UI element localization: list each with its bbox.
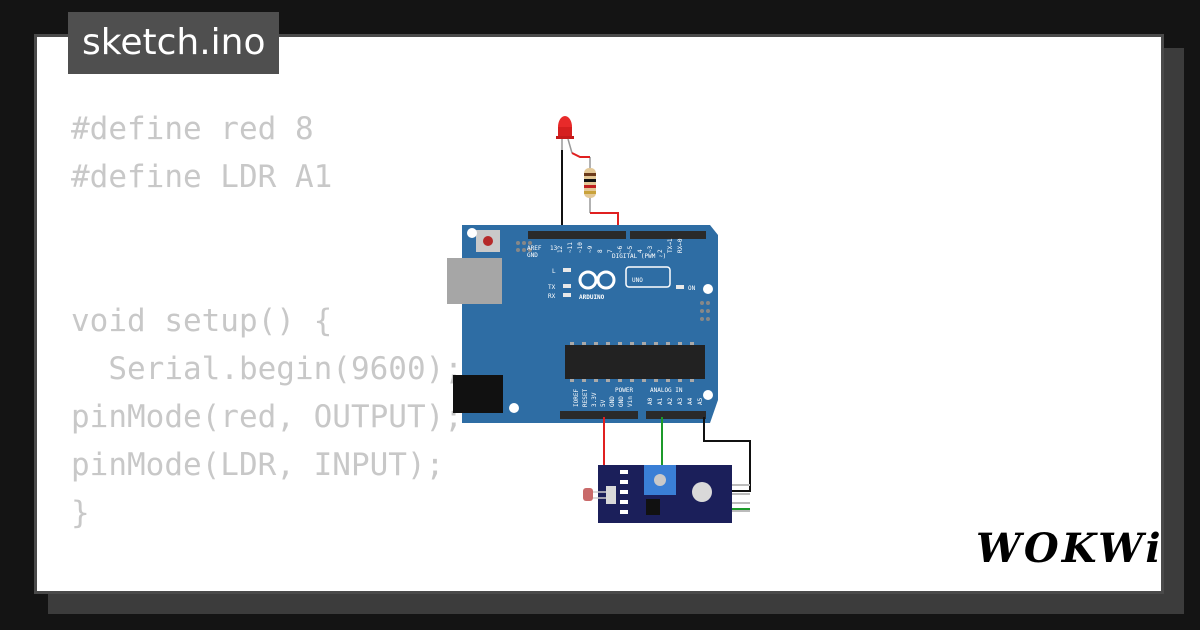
code-line bbox=[71, 201, 463, 249]
usb-connector bbox=[447, 258, 502, 304]
analog-pin-label: A2 bbox=[667, 397, 674, 405]
digital-pin-label: 4 bbox=[637, 249, 644, 253]
ldr-sensor-module[interactable] bbox=[583, 465, 750, 523]
arduino-uno-board[interactable]: AREF GND 13 DIGITAL (PWM ~) L TX RX ON U… bbox=[447, 225, 718, 423]
code-line: void loop() { bbox=[71, 585, 463, 591]
code-line: #define LDR A1 bbox=[71, 159, 333, 195]
power-jack bbox=[453, 375, 503, 413]
power-pin-label: RESET bbox=[582, 389, 589, 407]
digital-pin-label: RX←0 bbox=[677, 238, 684, 253]
analog-pin-label: A3 bbox=[677, 397, 684, 405]
code-line: } bbox=[71, 495, 90, 531]
led-l-label: L bbox=[552, 268, 556, 275]
red-led[interactable] bbox=[556, 116, 574, 154]
analog-pin-label: A4 bbox=[687, 397, 694, 405]
wokwi-logo: WOKWi bbox=[976, 525, 1164, 572]
led-on-label: ON bbox=[688, 285, 696, 292]
file-tab-label: sketch.ino bbox=[82, 22, 266, 63]
power-pin-label: IOREF bbox=[573, 389, 580, 407]
analog-pin-label: A1 bbox=[657, 397, 664, 405]
code-line: void setup() { bbox=[71, 303, 333, 339]
code-preview: #define red 8 #define LDR A1 void setup() … bbox=[71, 105, 463, 591]
file-tab[interactable]: sketch.ino bbox=[68, 12, 280, 74]
digital-header-left bbox=[528, 231, 626, 239]
power-pin-label: 3.3V bbox=[591, 392, 598, 407]
digital-header-right bbox=[630, 231, 706, 239]
power-pin-label: GND bbox=[609, 396, 616, 407]
photoresistor bbox=[583, 488, 593, 501]
digital-pin-label: 7 bbox=[607, 249, 614, 253]
code-line: pinMode(red, OUTPUT); bbox=[71, 399, 463, 435]
digital-pin-label: 2 bbox=[657, 249, 664, 253]
digital-pin-label: 12 bbox=[557, 245, 564, 253]
board-brand: ARDUINO bbox=[579, 294, 605, 301]
power-pin-label: GND bbox=[618, 396, 625, 407]
digital-label: DIGITAL (PWM ~) bbox=[612, 253, 666, 260]
digital-pin-label: ~9 bbox=[587, 245, 594, 253]
board-model: UNO bbox=[632, 277, 643, 284]
analog-header bbox=[646, 411, 706, 419]
code-line: Serial.begin(9600); bbox=[71, 351, 463, 387]
led-on-indicator bbox=[676, 285, 684, 289]
led-l-indicator bbox=[563, 268, 571, 272]
pin-gnd-label: GND bbox=[527, 252, 538, 259]
analog-pin-label: A0 bbox=[647, 397, 654, 405]
led-rx-indicator bbox=[563, 293, 571, 297]
digital-pin-label: ~11 bbox=[567, 242, 574, 253]
digital-pin-label: ~10 bbox=[577, 242, 584, 253]
digital-pin-label: 8 bbox=[597, 249, 604, 253]
code-line: #define red 8 bbox=[71, 111, 314, 147]
analog-pin-label: A5 bbox=[697, 397, 704, 405]
digital-pin-label: ~6 bbox=[617, 245, 624, 253]
power-pin-label: 5V bbox=[600, 399, 607, 407]
arduino-infinity-logo bbox=[578, 270, 616, 290]
resistor[interactable] bbox=[584, 157, 596, 213]
analog-label: ANALOG IN bbox=[650, 387, 683, 394]
code-line bbox=[71, 537, 463, 585]
power-header bbox=[560, 411, 638, 419]
led-rx-label: RX bbox=[548, 293, 556, 300]
circuit-diagram: AREF GND 13 DIGITAL (PWM ~) L TX RX ON U… bbox=[447, 116, 751, 523]
led-tx-indicator bbox=[563, 284, 571, 288]
power-pin-label: Vin bbox=[627, 396, 634, 407]
digital-pin-label: ~5 bbox=[627, 245, 634, 253]
code-line bbox=[71, 249, 463, 297]
digital-pin-label: ~3 bbox=[647, 245, 654, 253]
pin-aref-label: AREF bbox=[527, 245, 542, 252]
atmega-chip bbox=[565, 345, 705, 379]
digital-pin-labels: 13 bbox=[550, 245, 558, 252]
power-label: POWER bbox=[615, 387, 633, 394]
led-tx-label: TX bbox=[548, 284, 556, 291]
digital-pin-label: TX→1 bbox=[667, 238, 674, 253]
code-line: pinMode(LDR, INPUT); bbox=[71, 447, 445, 483]
